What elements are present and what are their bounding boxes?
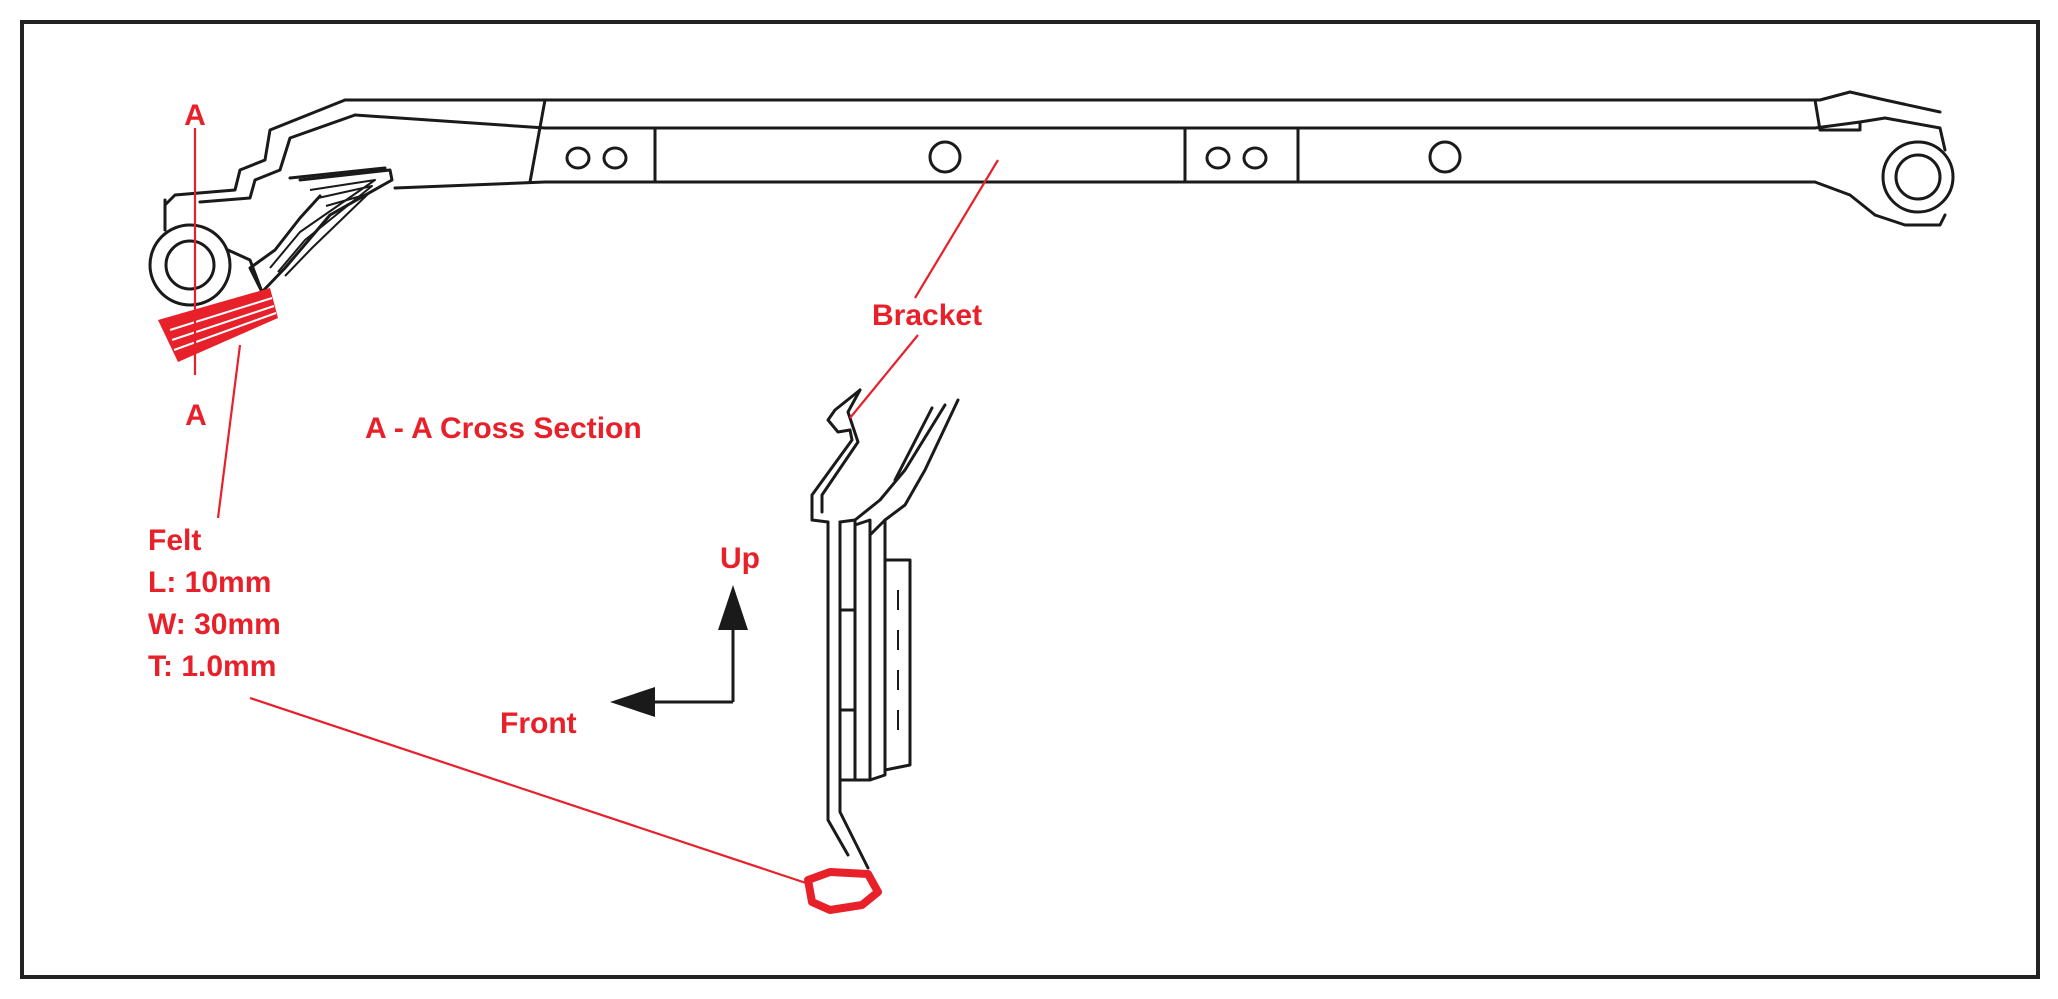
front-label: Front [500, 707, 577, 740]
felt-pad [158, 288, 278, 362]
section-label-top: A [184, 99, 206, 132]
felt-width: W: 30mm [148, 608, 281, 641]
bracket-leader-bottom [849, 334, 919, 419]
up-label: Up [720, 542, 760, 575]
arrow-left-icon [610, 687, 733, 717]
bracket-top-view [148, 90, 1955, 307]
cross-section-profile [810, 388, 960, 870]
felt-cross-section [804, 868, 882, 914]
felt-length: L: 10mm [148, 566, 271, 599]
felt-leader-bottom [249, 696, 813, 887]
cross-section-title: A - A Cross Section [365, 412, 642, 445]
section-label-bottom: A [185, 399, 207, 432]
figure-frame [20, 20, 2040, 979]
arrow-up-icon [718, 585, 748, 702]
felt-title: Felt [148, 524, 201, 557]
bracket-leader-top [914, 159, 999, 299]
bracket-label: Bracket [872, 299, 982, 332]
felt-thickness: T: 1.0mm [148, 650, 276, 683]
felt-leader-top [216, 344, 242, 519]
